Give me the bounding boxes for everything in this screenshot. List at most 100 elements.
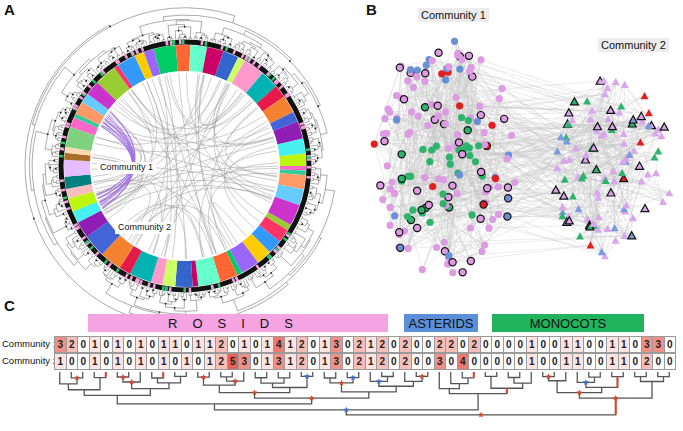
gene-node (651, 153, 659, 160)
leaf-mark (182, 40, 185, 45)
gene-node (419, 266, 426, 273)
clade-wedge (278, 138, 306, 156)
gene-node (452, 94, 459, 101)
leaf-mark (210, 285, 213, 290)
gene-node (503, 155, 510, 162)
leaf-mark (225, 46, 229, 51)
gene-node (609, 167, 617, 174)
node-dot (65, 112, 67, 114)
gene-node (398, 151, 405, 158)
node-dot (97, 66, 99, 68)
event-star (350, 374, 356, 380)
tree-branches (25, 8, 335, 326)
leaf-mark (134, 278, 138, 283)
gene-node (488, 122, 495, 129)
node-dot (314, 149, 316, 151)
node-dot (85, 80, 87, 82)
node-dot (65, 221, 67, 223)
gene-node (629, 116, 637, 123)
leaf-mark (85, 241, 90, 246)
gene-node (563, 137, 571, 144)
leaf-mark (130, 51, 134, 56)
leaf-mark (162, 286, 165, 291)
leaf-mark (204, 41, 207, 46)
gene-node (440, 200, 447, 207)
gene-node (477, 56, 484, 63)
leaf-mark (62, 196, 67, 200)
node-dot (200, 37, 202, 39)
gene-node (410, 84, 417, 91)
node-dot (222, 39, 224, 41)
node-dot (314, 128, 316, 130)
gene-node (645, 109, 653, 116)
leaf-mark (79, 96, 84, 101)
node-dot (214, 291, 216, 293)
gene-node (456, 102, 463, 109)
leaf-mark (135, 49, 139, 54)
node-dot (264, 281, 266, 283)
chord-links (92, 73, 278, 259)
gene-node (501, 115, 508, 122)
node-dot (318, 142, 320, 144)
leaf-mark (284, 92, 289, 97)
gene-node (608, 122, 616, 129)
node-dot (55, 135, 57, 137)
gene-node (641, 92, 649, 99)
leaf-mark (115, 268, 120, 273)
gene-node (477, 112, 484, 119)
gene-node (442, 120, 449, 127)
gene-node (602, 177, 610, 184)
gene-node (593, 188, 601, 195)
event-star (545, 373, 551, 379)
leaf-mark (211, 285, 214, 290)
node-dot (289, 60, 291, 62)
leaf-mark (217, 283, 221, 288)
node-dot (288, 86, 290, 88)
clade-wedge (64, 175, 91, 189)
node-dot (184, 36, 186, 38)
gene-node (652, 169, 660, 176)
gene-node (381, 115, 388, 122)
node-dot (310, 192, 312, 194)
gene-node (396, 64, 403, 71)
gene-node (508, 132, 515, 139)
panel-letter: A (4, 2, 15, 19)
clade-name: ROSIDS (168, 316, 308, 331)
leaf-mark (169, 287, 172, 292)
leaf-mark (59, 179, 64, 182)
gene-node (636, 162, 644, 169)
gene-node (447, 161, 454, 168)
gene-node (466, 68, 473, 75)
gene-node (485, 225, 492, 232)
leaf-mark (232, 49, 236, 54)
event-star (232, 378, 238, 384)
gene-node (404, 77, 411, 84)
node-dot (184, 26, 186, 28)
node-dot (88, 69, 90, 71)
gene-node (445, 63, 452, 70)
leaf-mark (283, 237, 288, 242)
gene-node (441, 239, 448, 246)
clade-wedge (279, 153, 306, 166)
gene-node (659, 198, 667, 205)
node-dot (157, 37, 159, 39)
gene-node (570, 98, 578, 105)
gene-node (465, 117, 472, 124)
gene-node (504, 213, 511, 220)
gene-node (446, 154, 453, 161)
leaf-mark (235, 276, 239, 281)
gene-node (414, 224, 421, 231)
gene-node (553, 164, 561, 171)
leaf-mark (247, 57, 251, 62)
gene-node (610, 177, 618, 184)
gene-node (428, 146, 435, 153)
leaf-mark (200, 41, 203, 46)
gene-node (620, 140, 628, 147)
leaf-mark (95, 251, 100, 256)
gene-node (422, 70, 429, 77)
leaf-mark (244, 55, 248, 60)
clade-wedge (176, 45, 191, 71)
leaf-mark (65, 125, 70, 129)
event-star (129, 379, 135, 385)
gene-node (433, 244, 440, 251)
